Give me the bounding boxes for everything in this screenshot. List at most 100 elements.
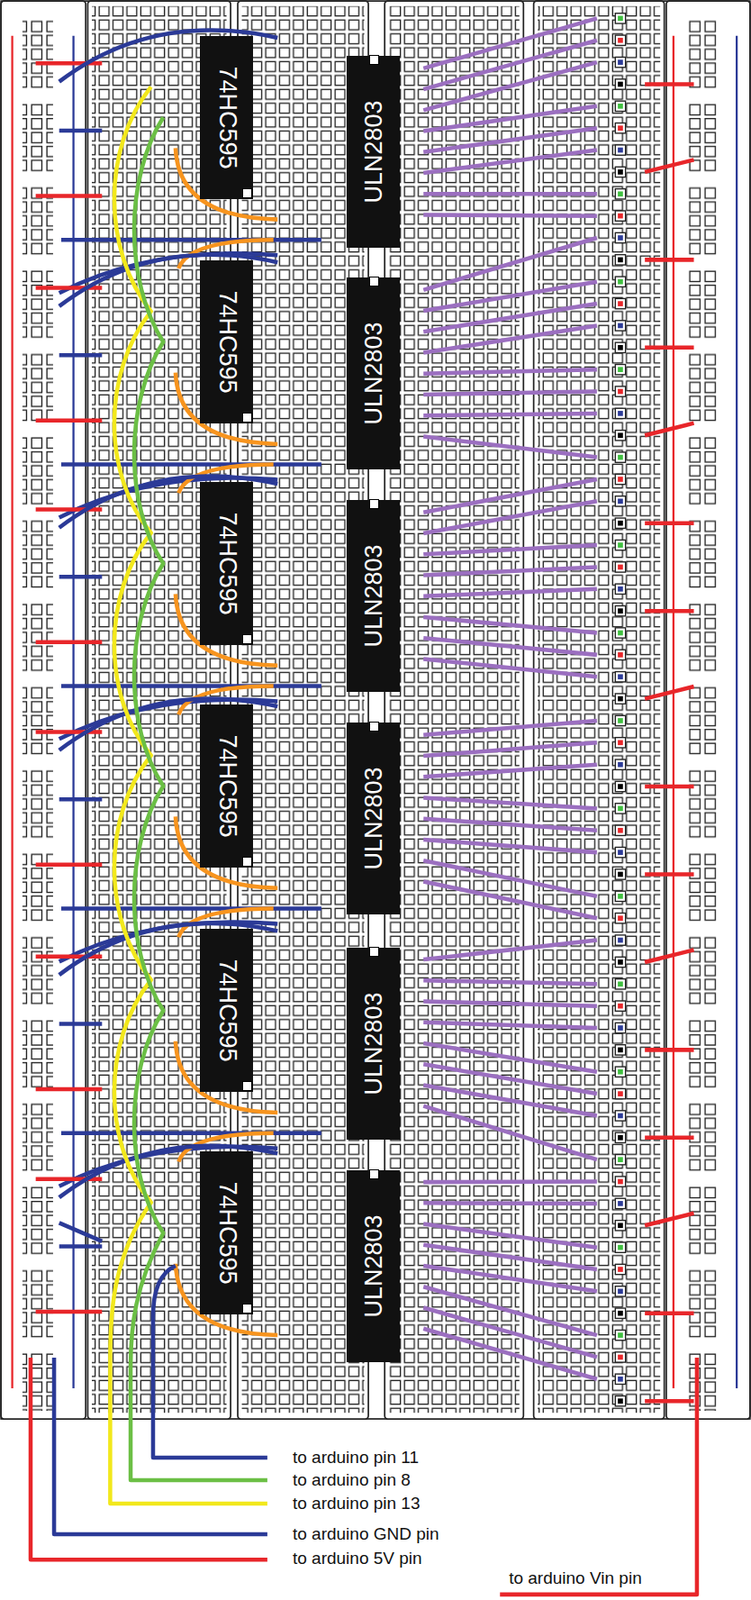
ground-jumper	[59, 1243, 103, 1249]
common-jumper	[644, 81, 694, 87]
led-pin-marker	[617, 1310, 624, 1316]
led-pin-hole	[615, 189, 625, 200]
output-wire	[423, 797, 598, 809]
led-pin-marker	[617, 81, 624, 88]
output-wire	[423, 391, 598, 395]
chip-label: ULN2803	[359, 767, 388, 870]
ground-jumper	[59, 128, 103, 134]
led-pin-hole	[615, 561, 625, 572]
power-rail-stripe	[10, 36, 13, 1388]
ic-chip: ULN2803	[346, 722, 400, 914]
output-wire	[423, 658, 598, 677]
ic-chip: 74HC595	[199, 928, 254, 1092]
led-pin-hole	[615, 759, 625, 770]
power-jumper	[36, 1086, 103, 1092]
chip-notch	[242, 633, 253, 644]
led-pin-hole	[615, 1110, 625, 1121]
chip-notch	[369, 54, 380, 65]
chip-notch	[369, 721, 380, 732]
output-wire	[423, 940, 598, 960]
led-pin-marker	[617, 586, 624, 592]
led-pin-hole	[615, 1000, 625, 1011]
output-wire	[423, 1178, 598, 1184]
chip-label: ULN2803	[359, 1213, 388, 1317]
led-pin-hole	[615, 978, 625, 989]
led-pin-marker	[617, 366, 624, 372]
power-rail-stripe	[672, 36, 675, 1388]
common-jumper	[644, 608, 694, 614]
pin-label: to arduino pin 13	[290, 1492, 423, 1513]
chip-notch	[242, 188, 253, 199]
ground-wire	[61, 237, 322, 243]
pin-label: to arduino pin 11	[290, 1447, 421, 1467]
power-jumper	[36, 193, 103, 199]
led-pin-marker	[617, 323, 624, 329]
led-pin-marker	[617, 235, 624, 241]
led-pin-hole	[615, 1197, 625, 1208]
ground-jumper	[59, 1221, 103, 1240]
led-pin-hole	[615, 846, 625, 857]
output-wire	[423, 1084, 598, 1115]
output-wire	[423, 215, 598, 217]
led-pin-marker	[617, 1068, 624, 1075]
led-pin-marker	[617, 37, 624, 44]
common-jumper	[644, 1135, 694, 1141]
led-pin-marker	[617, 169, 624, 175]
led-pin-hole	[615, 780, 625, 791]
led-pin-marker	[617, 761, 624, 768]
output-wire	[423, 303, 598, 332]
output-wire	[423, 150, 598, 173]
common-jumper	[644, 1398, 694, 1403]
output-wire	[423, 369, 598, 374]
chip-notch	[242, 412, 253, 423]
output-wire	[423, 859, 598, 896]
ground-lead	[54, 1357, 268, 1534]
chip-notch	[369, 1168, 380, 1179]
led-pin-hole	[615, 1241, 625, 1252]
ground-wire	[61, 683, 322, 688]
led-pin-hole	[615, 100, 625, 111]
led-pin-hole	[615, 1394, 625, 1405]
led-pin-marker	[617, 914, 624, 921]
led-pin-hole	[615, 342, 625, 353]
led-pin-marker	[617, 805, 624, 812]
ic-chip: ULN2803	[346, 277, 400, 470]
rail-holes	[22, 12, 54, 1411]
output-wire	[423, 616, 598, 634]
led-pin-hole	[615, 1044, 625, 1055]
output-wire	[423, 1285, 598, 1335]
led-pin-hole	[615, 1087, 625, 1098]
power-jumper	[36, 639, 103, 644]
led-pin-hole	[615, 649, 625, 660]
led-pin-marker	[617, 717, 624, 724]
chip-notch	[242, 856, 253, 867]
common-jumper	[644, 1310, 694, 1315]
chip-label: 74HC595	[212, 959, 241, 1062]
led-pin-hole	[615, 276, 625, 287]
common-jumper	[644, 159, 694, 172]
common-jumper	[644, 949, 694, 962]
led-pin-marker	[617, 542, 624, 548]
led-pin-hole	[615, 452, 625, 462]
led-pin-marker	[617, 147, 624, 154]
common-jumper	[644, 520, 694, 525]
led-pin-marker	[617, 279, 624, 285]
led-pin-hole	[615, 1307, 625, 1318]
chip-label: ULN2803	[359, 544, 388, 648]
led-pin-marker	[617, 213, 624, 219]
output-wire	[423, 18, 598, 69]
pin-label: to arduino pin 8	[290, 1469, 413, 1490]
led-pin-marker	[617, 410, 624, 417]
led-pin-marker	[617, 454, 624, 461]
output-wire	[423, 544, 598, 554]
clock-wire	[109, 86, 268, 1503]
pin-label: to arduino 5V pin	[290, 1547, 425, 1568]
ground-jumper	[59, 1021, 103, 1026]
common-jumper	[644, 871, 694, 877]
output-wire	[423, 40, 598, 90]
led-pin-hole	[615, 1176, 625, 1186]
led-pin-hole	[615, 298, 625, 308]
ic-chip: 74HC595	[199, 36, 254, 200]
ic-chip: 74HC595	[199, 1150, 254, 1314]
